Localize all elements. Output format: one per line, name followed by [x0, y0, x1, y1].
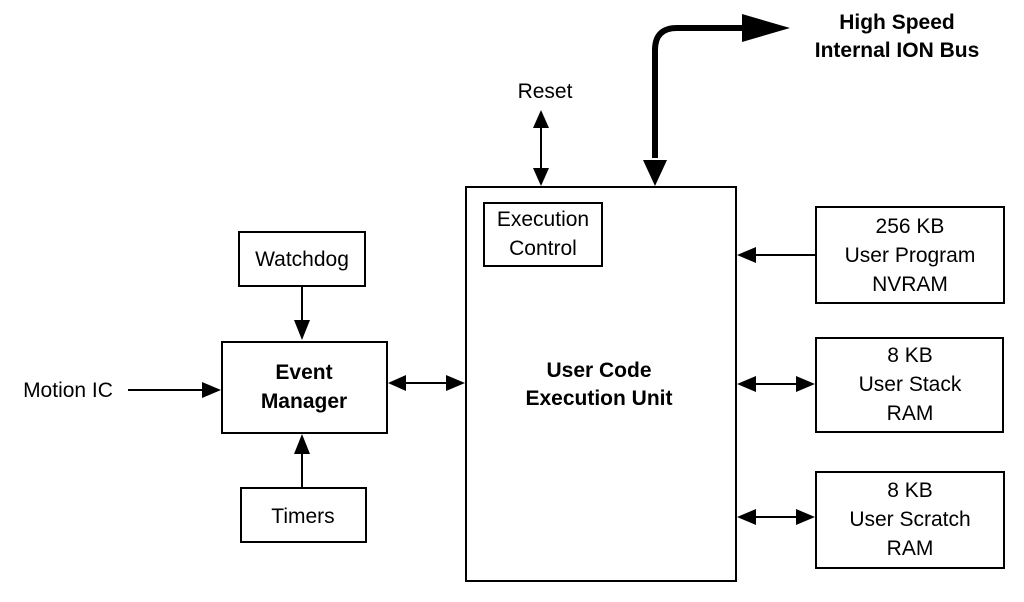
timers-label: Timers: [271, 505, 334, 528]
bus-arrowhead-down: [643, 160, 667, 186]
scratch-ram-label-line2: User Scratch: [849, 508, 970, 531]
nvram-to-execution-arrow: [737, 247, 815, 263]
event-manager-label-line2: Manager: [261, 390, 347, 413]
execution-control-label-line1: Execution: [497, 208, 589, 231]
bus-arrowhead-up: [742, 14, 790, 42]
nvram-label-line3: NVRAM: [872, 273, 948, 296]
stack-ram-execution-arrow: [737, 376, 815, 392]
execution-control-block: [483, 202, 603, 267]
internal-ion-bus: [643, 14, 790, 186]
stack-ram-label-line2: User Stack: [859, 373, 962, 396]
stack-ram-label-line3: RAM: [887, 402, 934, 425]
reset-arrow: [533, 110, 549, 186]
event-to-execution-arrow: [388, 375, 465, 391]
watchdog-to-event-arrow: [294, 286, 310, 340]
timers-block: [240, 487, 367, 543]
user-stack-ram-block: [815, 337, 1004, 433]
motion-ic-label: Motion IC: [23, 379, 113, 402]
bus-line: [652, 25, 760, 158]
watchdog-label: Watchdog: [255, 248, 349, 271]
scratch-ram-label-line1: 8 KB: [887, 479, 933, 502]
nvram-label-line1: 256 KB: [876, 215, 945, 238]
bus-label-line2: Internal ION Bus: [815, 39, 980, 62]
scratch-ram-execution-arrow: [737, 509, 815, 525]
motion-ic-to-event-arrow: [128, 382, 221, 398]
scratch-ram-label-line3: RAM: [887, 537, 934, 560]
nvram-label-line2: User Program: [845, 244, 976, 267]
timers-to-event-arrow: [294, 434, 310, 488]
event-manager-label-line1: Event: [275, 361, 332, 384]
bus-label-line1: High Speed: [839, 11, 955, 34]
user-program-nvram-block: [815, 206, 1005, 304]
stack-ram-label-line1: 8 KB: [887, 344, 933, 367]
event-manager-block: [221, 341, 388, 434]
reset-label: Reset: [518, 80, 573, 103]
execution-unit-label-line2: Execution Unit: [525, 387, 672, 410]
execution-control-label-line2: Control: [509, 237, 577, 260]
user-scratch-ram-block: [815, 471, 1005, 569]
execution-unit-label-line1: User Code: [546, 359, 651, 382]
